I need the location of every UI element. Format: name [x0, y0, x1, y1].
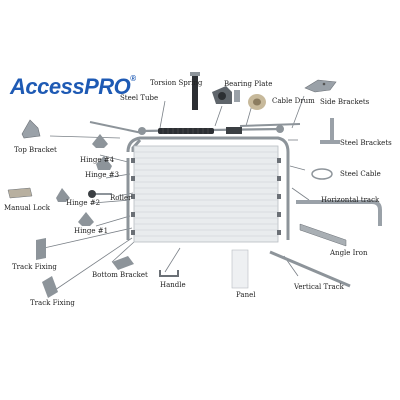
label-top-bracket: Top Bracket	[14, 146, 57, 154]
label-angle-iron: Angle Iron	[330, 249, 368, 257]
vertical-track-icon	[269, 250, 351, 288]
hinge2-icon	[56, 188, 70, 202]
hinge1-icon	[78, 212, 94, 226]
steel-cable-icon	[311, 168, 333, 180]
cable-drum-icon	[248, 94, 266, 110]
label-hinge4: Hinge #4	[80, 156, 115, 164]
label-track-fixing-1: Track Fixing	[12, 263, 57, 271]
door-assembly	[126, 136, 290, 243]
label-steel-cable: Steel Cable	[340, 170, 381, 178]
label-steel-tube: Steel Tube	[120, 94, 159, 102]
bearing-plate-icon	[212, 86, 240, 104]
side-brackets-icon	[304, 79, 337, 93]
track-fixing-2-icon	[42, 276, 58, 298]
torsion-spring	[158, 128, 214, 134]
panel-icon	[231, 249, 249, 289]
top-bracket-icon	[21, 119, 41, 139]
hinge4-icon	[92, 134, 108, 148]
label-hinge3: Hinge #3	[85, 171, 120, 179]
label-hinge2: Hinge #2	[66, 199, 101, 207]
track-fixing-1-icon	[36, 238, 46, 260]
handle-icon	[159, 270, 179, 277]
label-vertical-track: Vertical Track	[294, 283, 344, 291]
label-bearing-plate: Bearing Plate	[224, 80, 273, 88]
horizontal-track-icon	[296, 200, 382, 226]
label-side-brackets: Side Brackets	[320, 98, 370, 106]
label-bottom-bracket: Bottom Bracket	[92, 271, 148, 279]
label-handle: Handle	[160, 281, 186, 289]
torsion-spring-icon	[192, 74, 198, 110]
hinge3-icon	[96, 156, 112, 170]
label-panel: Panel	[236, 291, 256, 299]
label-hinge1: Hinge #1	[74, 227, 109, 235]
label-manual-lock: Manual Lock	[4, 204, 51, 212]
angle-iron-icon	[299, 223, 347, 247]
label-steel-brackets: Steel Brackets	[340, 139, 392, 147]
accesspro-logo: AccessPRO®	[10, 74, 136, 99]
roller-icon	[88, 190, 112, 198]
label-track-fixing-2: Track Fixing	[30, 299, 75, 307]
manual-lock-icon	[7, 187, 33, 199]
bottom-bracket-icon	[112, 256, 134, 270]
label-torsion-spring: Torsion Spring	[150, 79, 203, 87]
label-cable-drum: Cable Drum	[272, 97, 315, 105]
steel-brackets-icon	[320, 118, 340, 144]
label-roller: Roller	[110, 194, 132, 202]
label-horizontal-track: Horizontal track	[321, 196, 380, 204]
torsion-assembly	[89, 121, 301, 135]
